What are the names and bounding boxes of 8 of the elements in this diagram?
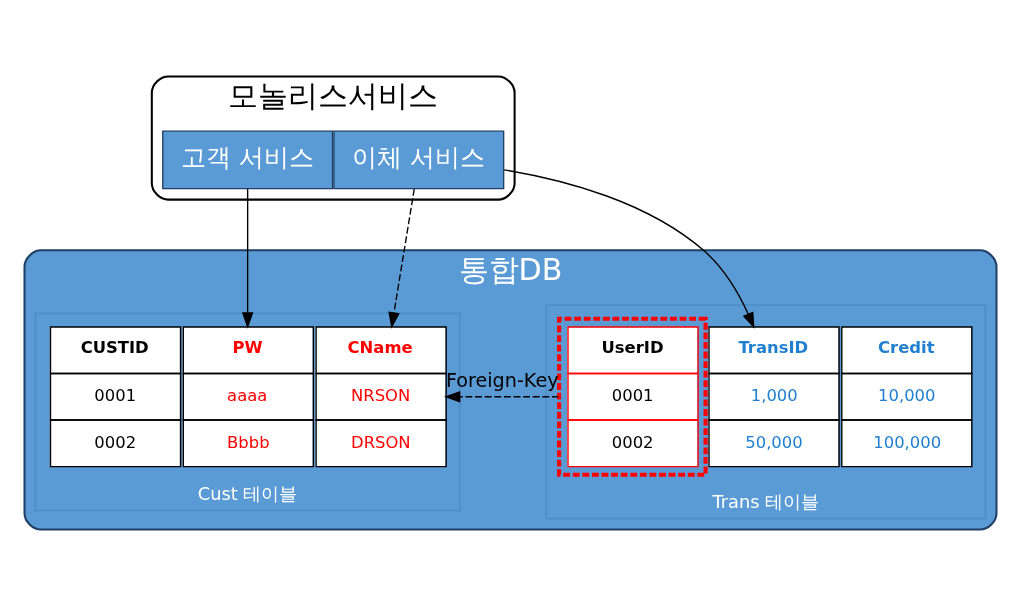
arrow	[388, 188, 415, 329]
arrow	[241, 188, 254, 329]
node-box: 이체 서비스	[333, 130, 505, 190]
node-box: UserID 0001 0002	[557, 316, 708, 477]
node-box: 고객 서비스	[162, 130, 334, 190]
arrow	[443, 391, 560, 403]
arrow	[503, 169, 755, 329]
edge-label: Foreign-Key	[446, 369, 559, 393]
